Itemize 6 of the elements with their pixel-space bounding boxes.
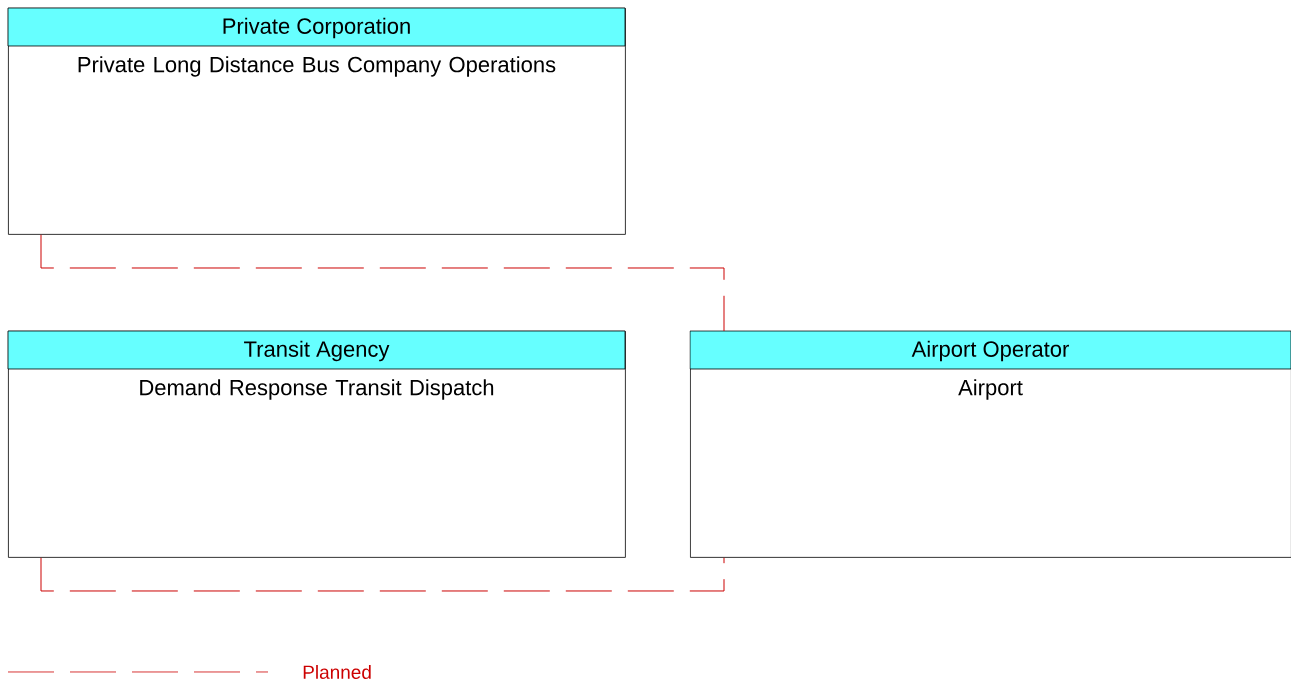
system-box: Transit Agency Demand Response Transit Dispatch xyxy=(7,330,626,558)
connector-line xyxy=(40,557,725,592)
legend-label: Planned xyxy=(303,665,371,679)
system-box: Airport Operator Airport xyxy=(689,330,1291,558)
connector-line xyxy=(40,234,725,332)
system-box: Private Corporation Private Long Distance Bus Company Operations xyxy=(7,7,626,235)
